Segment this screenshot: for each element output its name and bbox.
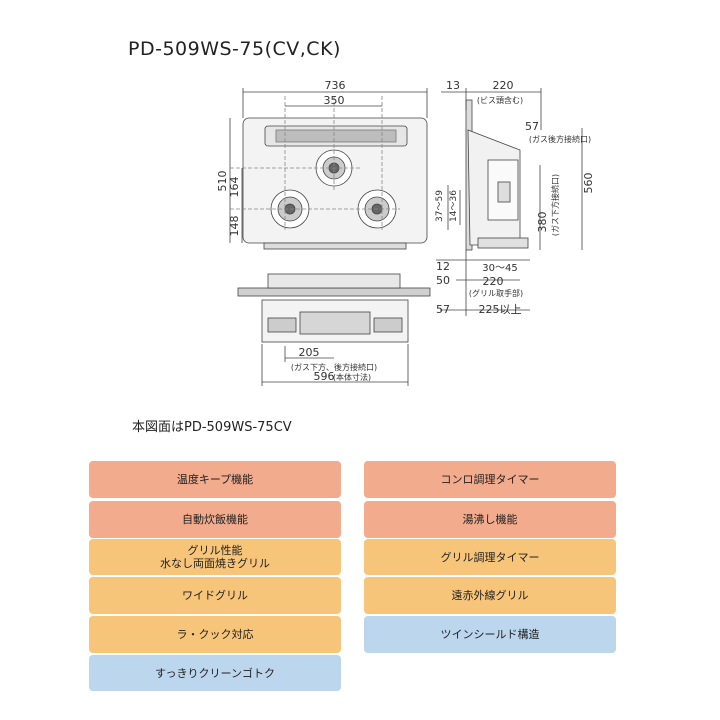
dim-height: 510 bbox=[216, 171, 229, 192]
dim-380: 380 bbox=[536, 212, 549, 233]
gas-low-note: (ガス下方接続口) bbox=[550, 174, 560, 236]
range-37-59: 37～59 bbox=[435, 190, 445, 222]
feature-boil: 湯沸し機能 bbox=[364, 501, 616, 538]
dim-width: 736 bbox=[325, 79, 346, 92]
dim-220: 220 bbox=[493, 79, 514, 92]
body-note: (本体寸法) bbox=[333, 372, 371, 382]
gas-front-note: (ガス下方、後方接続口) bbox=[291, 362, 377, 372]
feature-grill-performance: グリル性能水なし両面焼きグリル bbox=[89, 539, 341, 575]
feature-temp-keep: 温度キープ機能 bbox=[89, 461, 341, 498]
screw-note: (ビス頭含む) bbox=[477, 95, 523, 105]
feature-la-cook: ラ・クック対応 bbox=[89, 616, 341, 653]
dim-225: 225以上 bbox=[479, 303, 522, 316]
technical-drawing: 736 350 510 164 148 13 220 (ビス頭含む) 57 (ガ… bbox=[216, 79, 595, 386]
dim-50: 50 bbox=[436, 274, 450, 287]
dim-57: 57 bbox=[525, 120, 539, 133]
feature-auto-rice: 自動炊飯機能 bbox=[89, 501, 341, 538]
dim-lower: 148 bbox=[228, 216, 241, 237]
range-14-36: 14～36 bbox=[449, 190, 459, 222]
feature-far-infrared-grill: 遠赤外線グリル bbox=[364, 577, 616, 614]
feature-stove-timer: コンロ調理タイマー bbox=[364, 461, 616, 498]
dim-596: 596 bbox=[314, 370, 335, 383]
dim-220b: 220 bbox=[483, 275, 504, 288]
dim-upper: 164 bbox=[228, 177, 241, 198]
range-30-45: 30～45 bbox=[482, 263, 517, 274]
dim-13: 13 bbox=[446, 79, 460, 92]
gas-rear-note: (ガス後方接続口) bbox=[529, 134, 591, 144]
feature-clean-gotoku: すっきりクリーンゴトク bbox=[89, 655, 341, 691]
feature-wide-grill: ワイドグリル bbox=[89, 577, 341, 614]
dim-560: 560 bbox=[582, 173, 595, 194]
dim-12: 12 bbox=[436, 260, 450, 273]
dim-57b: 57 bbox=[436, 303, 450, 316]
dim-inner: 350 bbox=[324, 94, 345, 107]
dim-205: 205 bbox=[299, 346, 320, 359]
model-title: PD-509WS-75(CV,CK) bbox=[128, 38, 341, 60]
feature-grill-timer: グリル調理タイマー bbox=[364, 539, 616, 575]
feature-twin-shield: ツインシールド構造 bbox=[364, 616, 616, 653]
drawing-caption: 本図面はPD-509WS-75CV bbox=[132, 420, 292, 435]
grill-note: (グリル取手部) bbox=[469, 288, 523, 298]
